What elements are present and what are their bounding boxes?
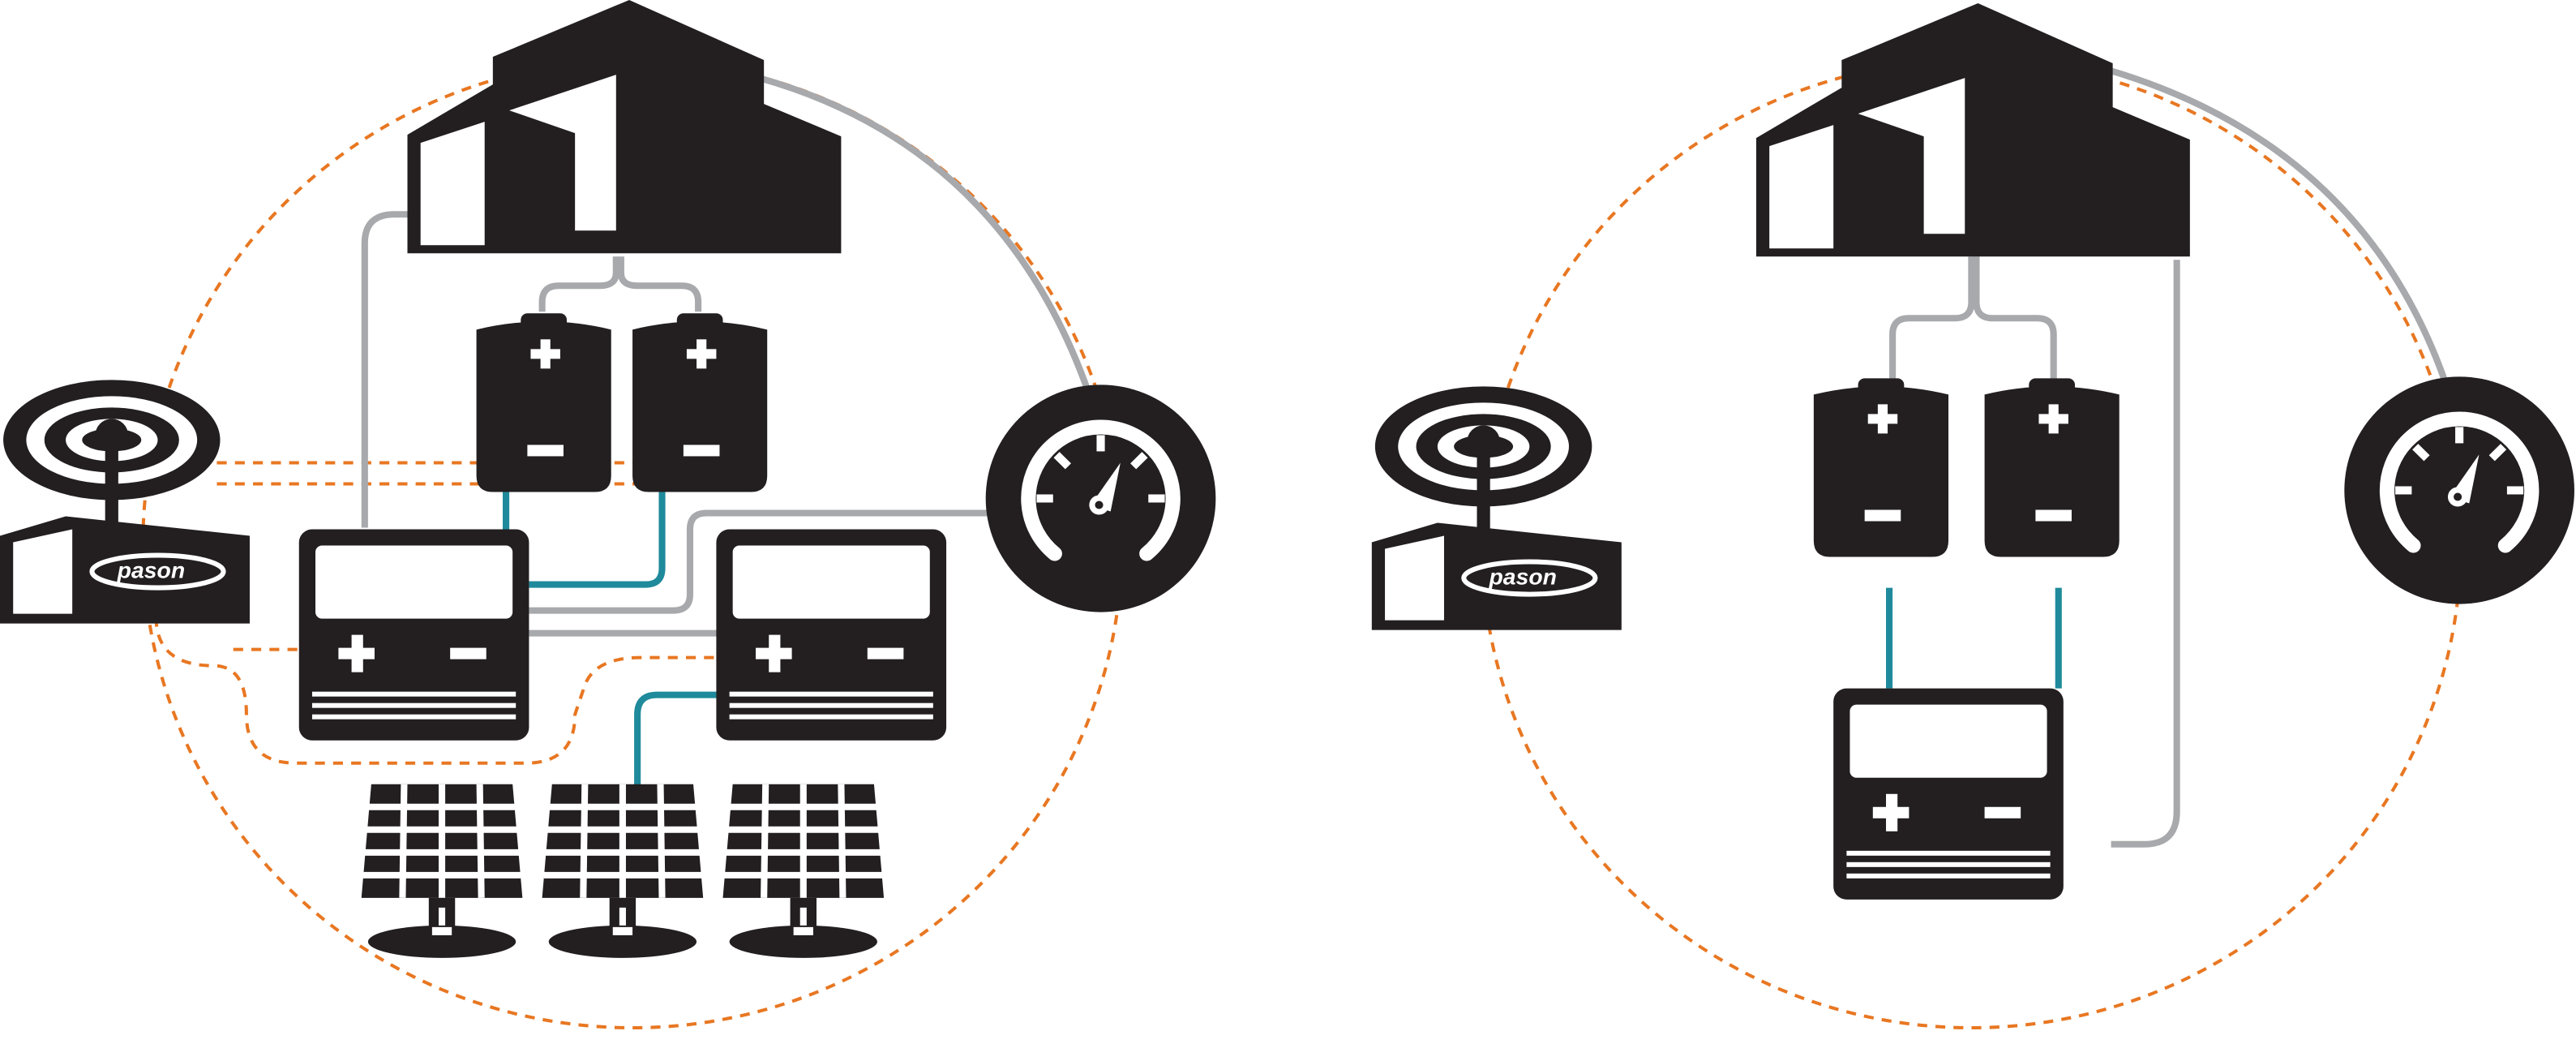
- left-dc-lines: [503, 492, 723, 786]
- right-system: pason: [1372, 3, 2574, 1029]
- battery-icon: [476, 313, 611, 492]
- battery-icon: [1984, 378, 2120, 557]
- left-power-lines: [361, 75, 1093, 637]
- charge-controller-icon: [716, 529, 947, 741]
- wireless-antenna-icon: [1374, 386, 1592, 539]
- pason-logger-icon: pason: [0, 516, 250, 623]
- left-dashed-links: [154, 461, 720, 765]
- pason-logger-icon: pason: [1372, 523, 1622, 630]
- right-dc-lines: [1886, 587, 2062, 689]
- wireless-antenna-icon: [3, 380, 221, 533]
- building-icon: [407, 0, 842, 254]
- battery-icon: [1813, 378, 1949, 557]
- right-power-lines: [1889, 67, 2451, 848]
- building-icon: [1755, 3, 2190, 257]
- solar-panel-icon: [362, 784, 523, 958]
- solar-panel-icon: [723, 784, 885, 958]
- logger-brand: pason: [1488, 564, 1557, 590]
- gauge-icon: [986, 385, 1216, 612]
- left-system: pason: [0, 0, 1216, 1029]
- battery-icon: [632, 313, 768, 492]
- gauge-icon: [2344, 376, 2574, 604]
- charge-controller-icon: [1833, 688, 2064, 900]
- logger-brand: pason: [117, 557, 186, 583]
- solar-panel-icon: [542, 784, 704, 958]
- charge-controller-icon: [298, 529, 529, 741]
